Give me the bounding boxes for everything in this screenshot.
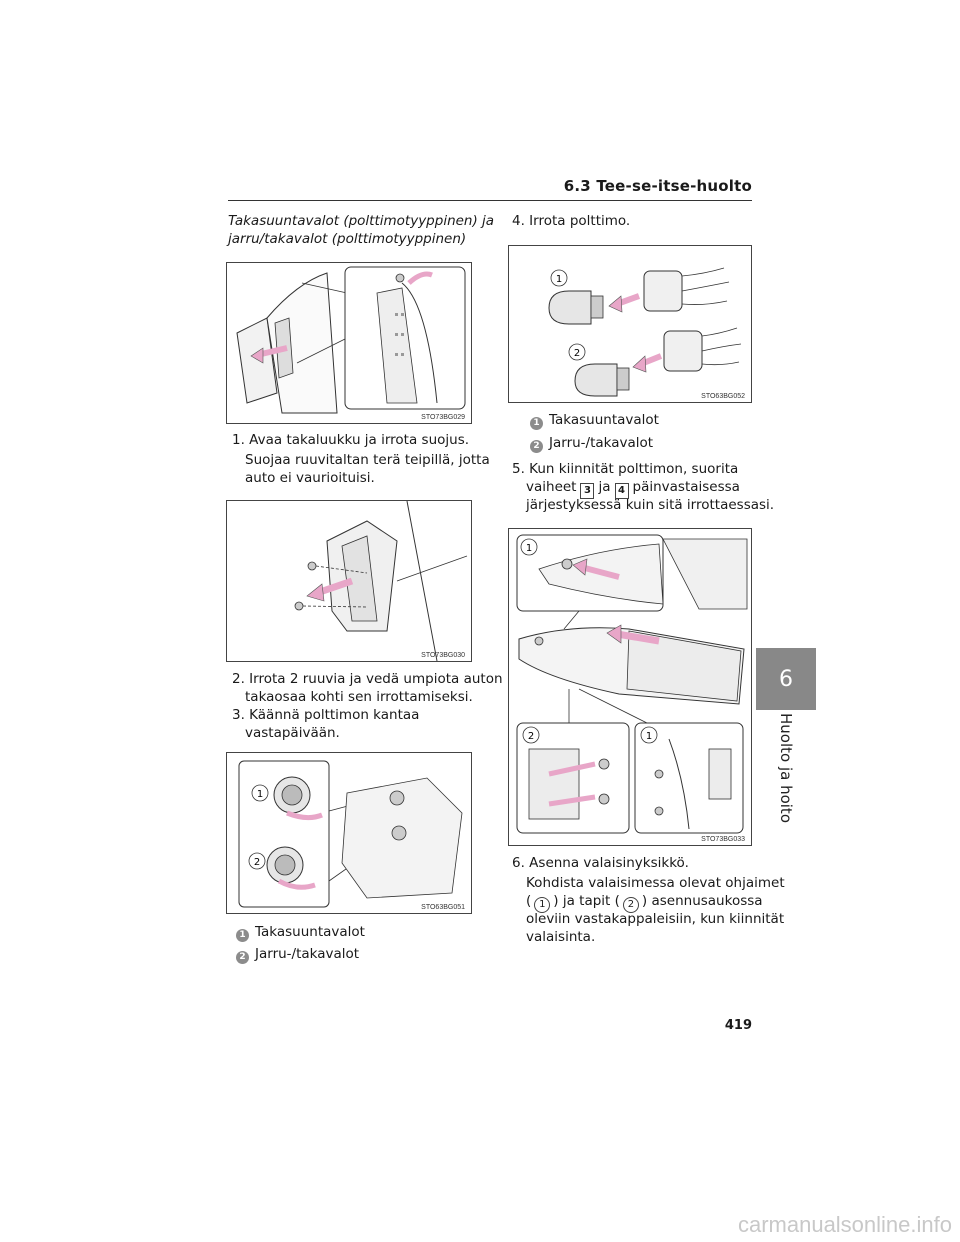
legend-item: 1 Takasuuntavalot <box>530 411 659 430</box>
figure-label-1: 1 <box>556 274 562 285</box>
step-5-line1: 5. Kun kiinnität polttimon, suorita <box>512 461 739 477</box>
figure-label-1: 1 <box>526 543 532 554</box>
legend-text: Takasuuntavalot <box>549 412 659 428</box>
step-1-note-line2: auto ei vaurioituisi. <box>245 470 375 486</box>
step-6-text: ) ja tapit ( <box>553 893 620 909</box>
figure-label-1: 1 <box>257 789 263 800</box>
legend-badge: 2 <box>236 950 249 964</box>
step-6-note-line3: oleviin vastakappaleisiin, kun kiinnität <box>526 911 785 927</box>
figure-turn-socket: 1 2 STO63BG051 <box>226 752 472 914</box>
chapter-side-label: Huolto ja hoito <box>756 712 816 824</box>
figure-label-2: 2 <box>574 348 580 359</box>
step-5-text: päinvastaisessa <box>632 479 740 495</box>
chapter-tab: 6 <box>756 648 816 710</box>
figure-code: STO73BG029 <box>421 414 465 421</box>
figure-code: STO73BG030 <box>421 652 465 659</box>
step-3-line1: 3. Käännä polttimon kantaa <box>232 707 420 723</box>
step-5-text: ja <box>598 479 611 495</box>
step-5-line3: järjestyksessä kuin sitä irrottaessasi. <box>526 497 775 513</box>
legend-item: 1 Takasuuntavalot <box>236 923 365 942</box>
legend-badge: 1 <box>530 416 543 430</box>
figure-remove-bulb-drawing: 1 2 <box>548 267 742 397</box>
legend-text: Jarru-/takavalot <box>255 946 360 962</box>
step-1-note-line1: Suojaa ruuvitaltan terä teipillä, jotta <box>245 452 490 468</box>
legend-badge: 1 <box>236 928 249 942</box>
figure-remove-screws-drawing <box>294 501 468 661</box>
step-2-line2: takaosaa kohti sen irrottamiseksi. <box>245 689 473 705</box>
callout-circle: 1 <box>534 897 551 913</box>
figure-install-unit: 1 2 1 STO73BG033 <box>508 528 752 846</box>
figure-code: STO63BG052 <box>701 393 745 400</box>
legend-item: 2 Jarru-/takavalot <box>236 945 359 964</box>
step-6-text: ( <box>526 893 532 909</box>
step-2-line1: 2. Irrota 2 ruuvia ja vedä umpiota auton <box>232 671 503 687</box>
legend-badge: 2 <box>530 439 543 453</box>
header-rule <box>228 200 752 201</box>
step-6-text: ) asennusaukossa <box>641 893 763 909</box>
figure-install-unit-drawing: 1 2 1 <box>516 534 748 834</box>
step-6-note-line4: valaisinta. <box>526 929 596 945</box>
step-5-text: vaiheet <box>526 479 577 495</box>
step-1: 1. Avaa takaluukku ja irrota suojus. <box>232 432 470 448</box>
legend-item: 2 Jarru-/takavalot <box>530 434 653 453</box>
figure-label-2: 2 <box>254 857 260 868</box>
figure-remove-screws: STO73BG030 <box>226 500 472 662</box>
step-ref-box: 3 <box>580 483 595 499</box>
page-number: 419 <box>724 1018 752 1033</box>
section-title: 6.3 Tee-se-itse-huolto <box>563 177 752 195</box>
step-4: 4. Irrota polttimo. <box>512 213 631 229</box>
step-6-note-line1: Kohdista valaisimessa olevat ohjaimet <box>526 875 785 891</box>
figure-label-1b: 1 <box>646 731 652 742</box>
step-6: 6. Asenna valaisinyksikkö. <box>512 855 689 871</box>
figure-open-cover-drawing <box>236 266 466 414</box>
watermark: carmanualsonline.info <box>737 1212 952 1237</box>
callout-circle: 2 <box>622 897 639 913</box>
figure-code: STO73BG033 <box>701 836 745 843</box>
chapter-label: Huolto ja hoito <box>777 713 795 823</box>
step-3-line2: vastapäivään. <box>245 725 340 741</box>
legend-text: Jarru-/takavalot <box>549 435 654 451</box>
figure-remove-bulb: 1 2 STO63BG052 <box>508 245 752 403</box>
step-6-note-line2: (1) ja tapit (2) asennusaukossa <box>526 892 763 913</box>
chapter-number: 6 <box>779 666 793 692</box>
figure-code: STO63BG051 <box>421 904 465 911</box>
figure-turn-socket-drawing: 1 2 <box>238 760 463 908</box>
legend-text: Takasuuntavalot <box>255 924 365 940</box>
subtitle-line2: jarru/takavalot (polttimotyyppinen) <box>228 231 467 247</box>
figure-label-2: 2 <box>528 731 534 742</box>
step-ref-box: 4 <box>614 483 629 499</box>
subtitle-line1: Takasuuntavalot (polttimotyyppinen) ja <box>228 213 495 229</box>
figure-open-cover: STO73BG029 <box>226 262 472 424</box>
